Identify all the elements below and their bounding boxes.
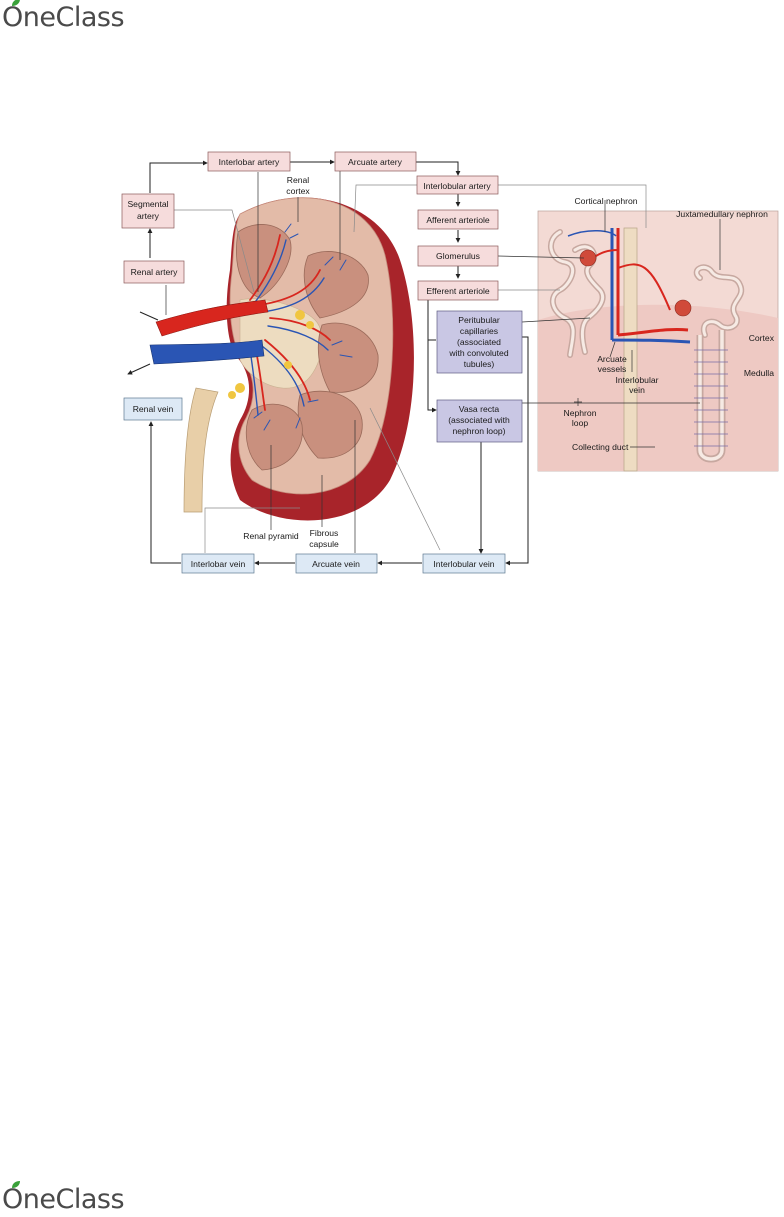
box-arcuate-artery: Arcuate artery [334,151,417,172]
logo-wordmark: OneClass [2,2,125,33]
label-vasa-recta-line2: (associated with [448,415,510,425]
box-peritubular-capillaries: Peritubular capillaries (associated with… [436,310,523,374]
label-interlobar-vein: Interlobar vein [191,559,246,569]
label-peritubular-line2: capillaries [460,326,498,336]
kidney-cross-section [127,197,414,521]
label-peritubular-line5: tubules) [464,359,495,369]
flow-arrows [147,159,529,566]
label-interlobular-vein-inset-line2: vein [629,385,645,395]
footer-logo[interactable]: OneClass [2,1181,125,1215]
box-interlobular-artery: Interlobular artery [416,175,499,195]
label-renal-cortex-line1: Renal [287,175,310,185]
label-segmental-artery-line2: artery [137,211,160,221]
label-cortical-nephron: Cortical nephron [574,196,637,206]
box-segmental-artery: Segmental artery [121,193,175,229]
label-fibrous-capsule-line2: capsule [309,539,339,549]
label-peritubular-line1: Peritubular [458,315,500,325]
label-renal-vein: Renal vein [133,404,174,414]
label-glomerulus: Glomerulus [436,251,480,261]
label-interlobular-vein-inset-line1: Interlobular [616,375,659,385]
label-interlobular-artery: Interlobular artery [423,181,491,191]
label-arcuate-vein: Arcuate vein [312,559,360,569]
leaf-icon [12,0,20,6]
box-interlobar-artery: Interlobar artery [207,151,291,172]
label-renal-artery: Renal artery [131,267,179,277]
label-peritubular-line3: (associated [457,337,501,347]
label-peritubular-line4: with convoluted [448,348,508,358]
header-logo[interactable]: OneClass [2,0,125,33]
box-interlobar-vein: Interlobar vein [181,553,255,574]
box-efferent-arteriole: Efferent arteriole [417,280,499,301]
logo-wordmark-footer: OneClass [2,1184,125,1215]
label-collecting-duct: Collecting duct [572,442,629,452]
label-vasa-recta-line1: Vasa recta [459,404,500,414]
box-glomerulus: Glomerulus [417,245,499,267]
box-arcuate-vein: Arcuate vein [295,553,378,574]
box-afferent-arteriole: Afferent arteriole [417,209,499,230]
label-nephron-loop-line1: Nephron [564,408,597,418]
label-renal-cortex-line2: cortex [286,186,310,196]
label-interlobular-vein: Interlobular vein [433,559,494,569]
label-arcuate-vessels-line1: Arcuate [597,354,627,364]
label-juxtamedullary-nephron: Juxtamedullary nephron [676,209,768,219]
box-vasa-recta: Vasa recta (associated with nephron loop… [436,399,523,443]
box-renal-artery: Renal artery [123,260,185,284]
label-medulla: Medulla [744,368,774,378]
label-fibrous-capsule-line1: Fibrous [310,528,339,538]
label-arcuate-vessels-line2: vessels [598,364,627,374]
label-vasa-recta-line3: nephron loop) [452,426,505,436]
box-renal-vein: Renal vein [123,397,183,421]
label-nephron-loop-line2: loop [572,418,588,428]
label-cortex: Cortex [749,333,775,343]
label-arcuate-artery: Arcuate artery [348,157,403,167]
box-interlobular-vein: Interlobular vein [422,553,506,574]
leaf-icon-footer [12,1181,20,1188]
label-segmental-artery-line1: Segmental [127,199,168,209]
label-afferent-arteriole: Afferent arteriole [426,215,490,225]
leader-lines [165,170,721,553]
label-renal-pyramid: Renal pyramid [243,531,299,541]
label-efferent-arteriole: Efferent arteriole [426,286,490,296]
label-interlobar-artery: Interlobar artery [219,157,280,167]
nephron-inset [537,210,779,472]
